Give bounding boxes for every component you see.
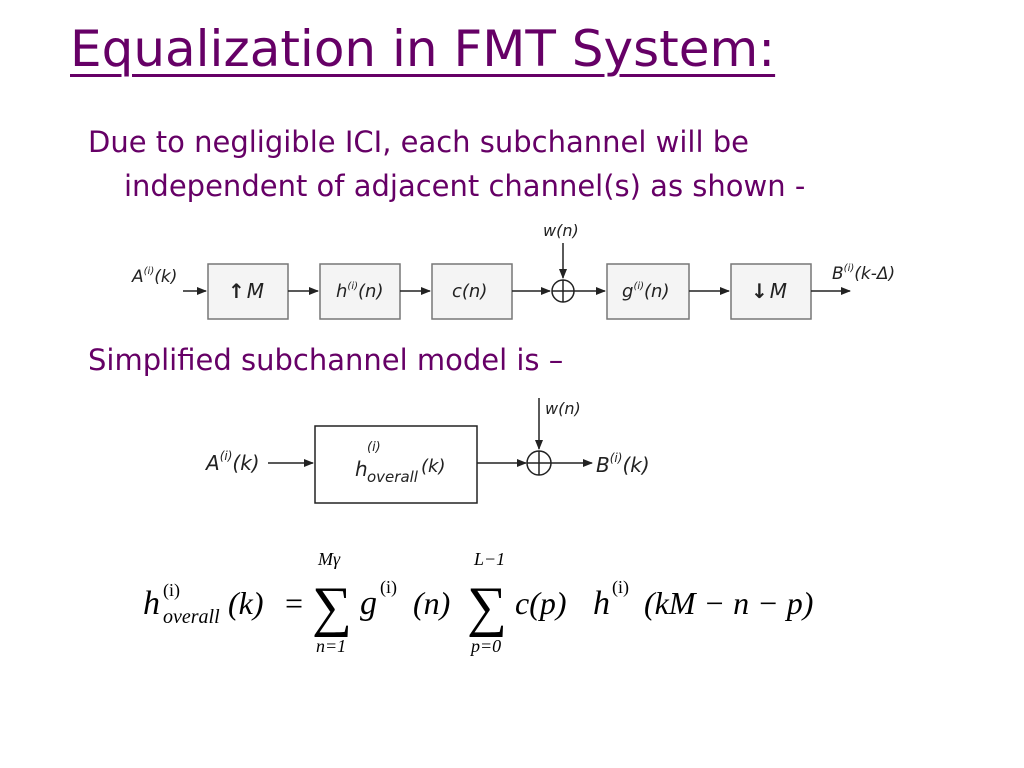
- eq-sum2-sigma: ∑: [467, 576, 507, 638]
- eq-h2-sup: (i): [612, 577, 629, 598]
- d2-output-label: B(i)(k): [596, 451, 650, 477]
- d1-filter-g-block: [606, 263, 690, 320]
- d2-overall-label: h: [355, 457, 368, 481]
- eq-g-sup: (i): [380, 577, 397, 598]
- eq-g: g: [360, 585, 377, 622]
- d1-noise-label: w(n): [543, 221, 579, 240]
- eq-c-term: c(p): [515, 585, 567, 621]
- d1-channel-label: c(n): [452, 281, 487, 302]
- d2-overall-arg: (k): [421, 456, 445, 477]
- bullet-1: Due to negligible ICI, each subchannel w…: [88, 120, 805, 208]
- d1-channel-block: [431, 263, 513, 320]
- eq-sum1-upper: Mγ: [317, 549, 341, 569]
- eq-sum1-sigma: ∑: [312, 576, 352, 638]
- d2-input-label: A(i)(k): [204, 449, 260, 475]
- eq-sum2-lower: p=0: [469, 636, 501, 656]
- d1-upsampler-label: ↑M: [228, 279, 264, 303]
- bullet-1-line-2: independent of adjacent channel(s) as sh…: [124, 169, 806, 203]
- eq-lhs-sup: (i): [163, 580, 180, 601]
- eq-lhs-sub: overall: [163, 606, 220, 628]
- slide-title: Equalization in FMT System:: [70, 20, 776, 78]
- d1-filter-g-label: g(i)(n): [622, 281, 669, 302]
- simplified-subchannel-diagram: A(i)(k) h (i) overall (k) w(n) B(i)(k): [204, 398, 650, 504]
- d2-overall-block: [314, 425, 478, 504]
- d1-filter-h-label: h(i)(n): [336, 281, 383, 302]
- d1-output-label: B(i)(k-Δ): [832, 263, 895, 284]
- d2-overall-sub: overall: [367, 468, 419, 486]
- eq-lhs-arg: (k): [228, 585, 264, 621]
- d1-input-label: A(i)(k): [131, 266, 177, 287]
- bullet-1-line-1: Due to negligible ICI, each subchannel w…: [88, 125, 750, 159]
- eq-h2: h: [593, 585, 610, 622]
- overall-response-equation: h (i) overall (k) = Mγ ∑ n=1 g (i) (n) L…: [143, 549, 813, 656]
- d1-downsampler-label: ↓M: [751, 279, 787, 303]
- eq-lhs-h: h: [143, 585, 160, 622]
- eq-h2-arg: (kM − n − p): [644, 585, 813, 621]
- d2-overall-sup: (i): [367, 440, 381, 455]
- bullet-2: Simplified subchannel model is –: [88, 343, 564, 377]
- d2-noise-label: w(n): [545, 399, 581, 418]
- eq-sum2-upper: L−1: [473, 549, 505, 569]
- eq-equals: =: [285, 585, 303, 621]
- eq-g-arg: (n): [413, 585, 450, 621]
- eq-sum1-lower: n=1: [316, 636, 346, 656]
- full-subchannel-diagram: A(i)(k) ↑M h(i)(n) c(n) w(n) g(i)(n) ↓M: [131, 221, 895, 320]
